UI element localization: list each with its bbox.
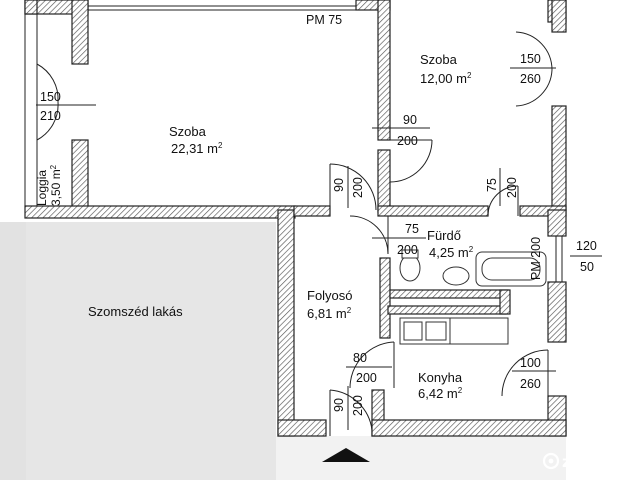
neighbor-area	[0, 222, 276, 480]
watermark: zenga	[542, 452, 612, 471]
svg-text:90: 90	[332, 398, 346, 412]
dim-bath-door-h: 200	[397, 243, 418, 257]
dim-small-room-door2-w: 75	[485, 178, 499, 192]
room-area-szoba-small: 12,00 m2	[420, 71, 472, 86]
bathroom-fixtures	[399, 249, 547, 287]
svg-text:200: 200	[351, 395, 365, 416]
dim-small-room-door2-h: 200	[505, 177, 519, 198]
svg-text:75: 75	[485, 178, 499, 192]
dim-bath-win-w: 120	[576, 239, 597, 253]
dim-large-room-door-w: 90	[332, 178, 346, 192]
entrance-arrow-icon	[322, 448, 370, 462]
room-name-szoba-small: Szoba	[420, 52, 458, 67]
svg-text:Loggia: Loggia	[35, 170, 49, 206]
room-name-szoba-large: Szoba	[169, 124, 207, 139]
dim-large-room-door-h: 200	[351, 177, 365, 198]
svg-text:90: 90	[332, 178, 346, 192]
dim-small-room-win-h: 260	[520, 72, 541, 86]
counter-icon	[449, 317, 509, 345]
dim-bath-win-h: 50	[580, 260, 594, 274]
dim-entry-door-w: 90	[332, 398, 346, 412]
dim-small-room-win-w: 150	[520, 52, 541, 66]
dim-pm-top: PM 75	[306, 13, 342, 27]
dim-kitchen-win-w: 100	[520, 356, 541, 370]
dim-small-room-door-w: 90	[403, 113, 417, 127]
door-swings	[24, 5, 563, 436]
dim-loggia-door-w: 150	[40, 90, 61, 104]
svg-text:200: 200	[351, 177, 365, 198]
room-area-konyha: 6,42 m2	[418, 386, 463, 401]
dim-kitchen-door-h: 200	[356, 371, 377, 385]
dim-loggia-door-h: 210	[40, 109, 61, 123]
watermark-text: zenga	[562, 453, 612, 471]
room-name-konyha: Konyha	[418, 370, 463, 385]
svg-text:200: 200	[505, 177, 519, 198]
dim-kitchen-win-h: 260	[520, 377, 541, 391]
kitchen-fixtures	[399, 317, 509, 345]
walls	[24, 0, 567, 437]
dim-bath-door-w: 75	[405, 222, 419, 236]
zenga-logo-icon	[542, 452, 560, 470]
dim-pm-bath: PM 200	[529, 237, 543, 280]
room-label-loggia: Loggia	[35, 170, 49, 206]
room-name-folyoso: Folyosó	[307, 288, 353, 303]
room-area-furdo: 4,25 m2	[429, 245, 474, 260]
dim-small-room-door-h: 200	[397, 134, 418, 148]
dim-kitchen-door-w: 80	[353, 351, 367, 365]
svg-text:PM 200: PM 200	[529, 237, 543, 280]
room-area-folyoso: 6,81 m2	[307, 306, 352, 321]
room-name-neighbor: Szomszéd lakás	[88, 304, 183, 319]
toilet-icon	[399, 254, 421, 282]
room-name-furdo: Fürdő	[427, 228, 461, 243]
svg-text:3,50 m2: 3,50 m2	[49, 164, 63, 206]
washbasin-icon	[442, 266, 470, 286]
room-area-loggia: 3,50 m2	[49, 164, 63, 206]
room-area-szoba-large: 22,31 m2	[171, 141, 223, 156]
dim-entry-door-h: 200	[351, 395, 365, 416]
